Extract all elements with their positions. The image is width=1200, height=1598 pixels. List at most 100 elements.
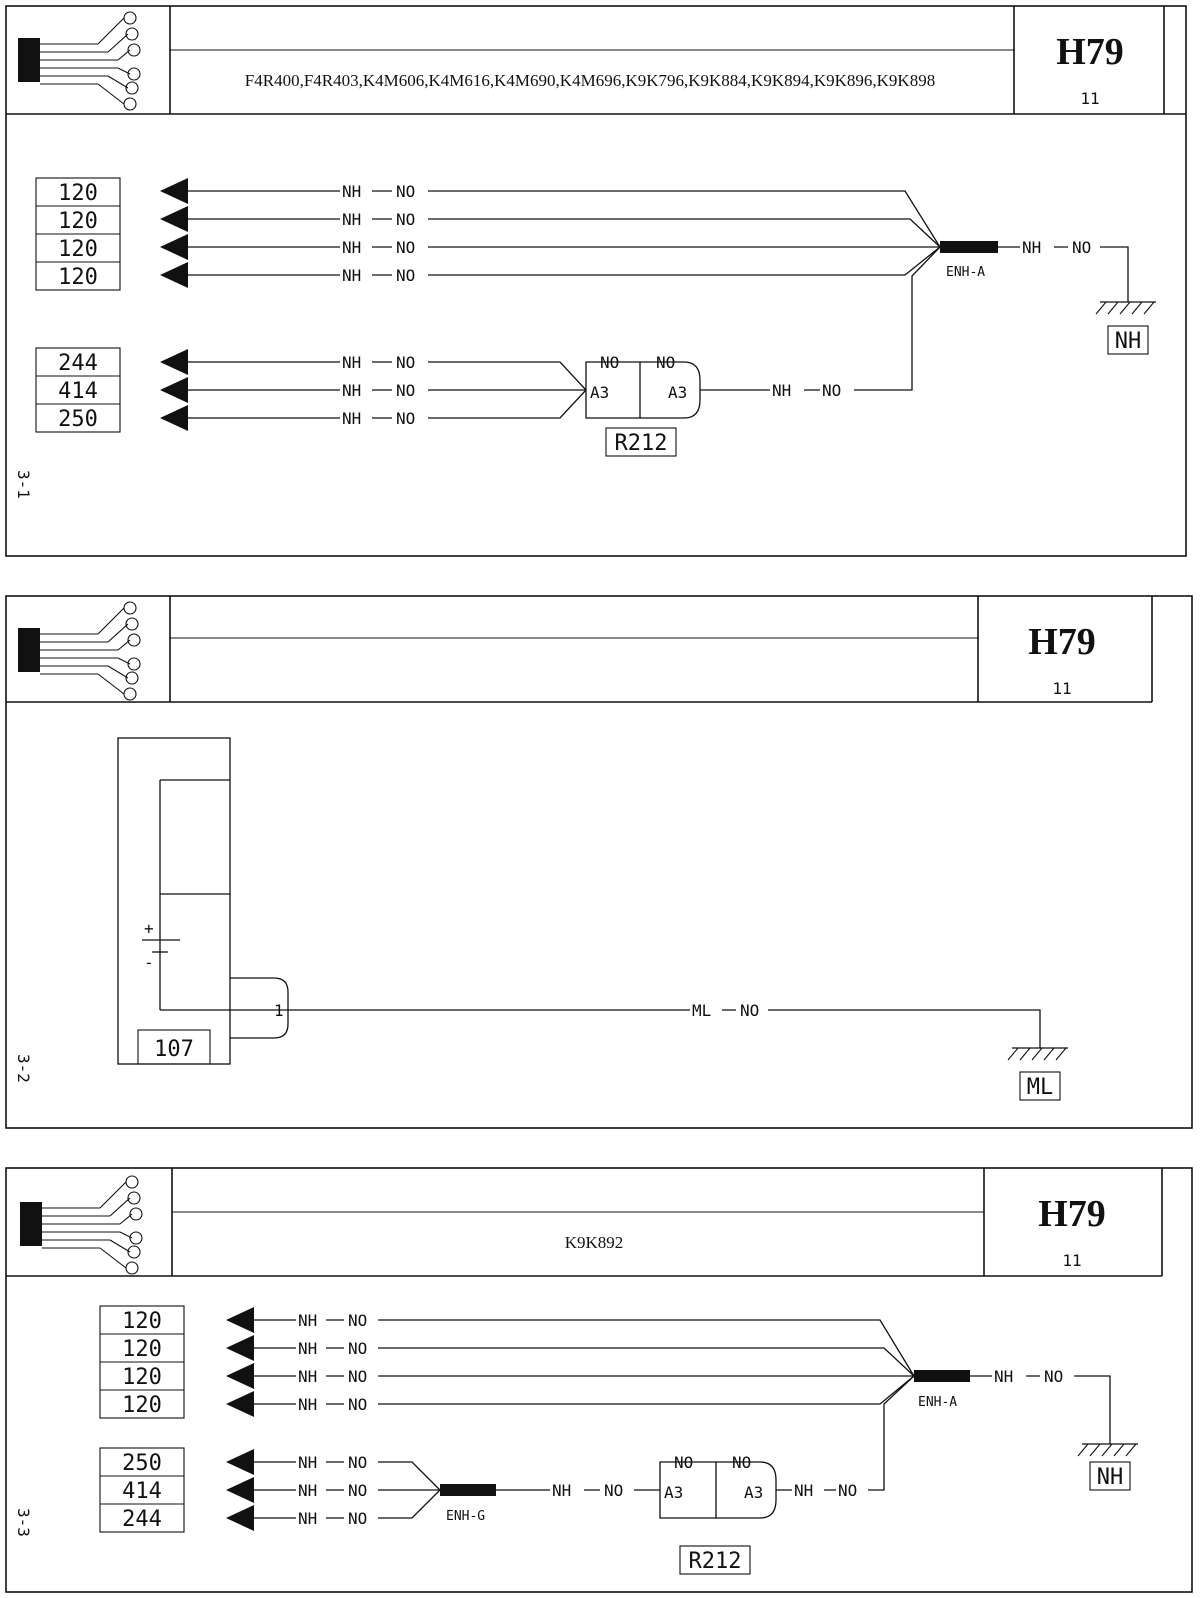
wire-color-label: NH [342, 210, 361, 229]
sheet-frame [5, 595, 1193, 1129]
splice-icon [940, 241, 998, 253]
connector-logo-icon [18, 11, 141, 111]
sheet-3-3: K9K892 H79 11 120 120 120 120 NH NO NH [5, 1167, 1193, 1593]
splice-label: ENH-A [918, 1395, 957, 1410]
wire-color-label: NH [342, 381, 361, 400]
models-list: F4R400,F4R403,K4M606,K4M616,K4M690,K4M69… [245, 71, 935, 90]
terminal-arrow-icon [226, 1307, 254, 1417]
wire-color-label: NO [1072, 238, 1091, 257]
wire-color-label: NO [396, 266, 415, 285]
wire-color-label: NH [772, 381, 791, 400]
code-label: 250 [58, 407, 98, 432]
wire-color-label: NO [348, 1509, 367, 1528]
wire-bundle [254, 1461, 441, 1519]
code-label: 120 [122, 1393, 162, 1418]
wire-bundle [188, 190, 941, 276]
wire-color-label: NO [348, 1453, 367, 1472]
code-label: 120 [58, 237, 98, 262]
pin-label: A3 [590, 383, 609, 402]
code-label: 120 [122, 1365, 162, 1390]
sheet-frame [5, 5, 1187, 557]
code-label: 120 [122, 1337, 162, 1362]
ground-label: NH [1097, 1465, 1124, 1490]
wire-color-label: NO [396, 238, 415, 257]
wire-color-label: NO [604, 1481, 623, 1500]
wire-color-label: NH [552, 1481, 571, 1500]
wire-color-label: NO [396, 409, 415, 428]
code-box-group-2: 244 414 250 [35, 347, 121, 433]
ground-label: NH [1115, 329, 1142, 354]
wire-color-label: NH [1022, 238, 1041, 257]
wire-color-label: NO [396, 182, 415, 201]
models-list: K9K892 [565, 1233, 624, 1252]
wire-color-label: NO [732, 1453, 751, 1472]
page-code: H79 [1028, 621, 1096, 663]
wire-color-label: NH [342, 182, 361, 201]
connector-logo-icon [18, 601, 141, 701]
code-box-group-1: 120 120 120 120 [99, 1305, 185, 1419]
code-label: 414 [58, 379, 98, 404]
page-number: 11 [1080, 89, 1099, 108]
wire-color-label: NO [838, 1481, 857, 1500]
wire-color-label: NO [396, 353, 415, 372]
wire-color-label: NH [342, 266, 361, 285]
ground-icon [1077, 1443, 1138, 1457]
page-number: 11 [1062, 1251, 1081, 1270]
wire-color-label: NH [342, 238, 361, 257]
wire-color-label: NO [348, 1311, 367, 1330]
code-label: 120 [58, 209, 98, 234]
page-code: H79 [1056, 31, 1124, 73]
section-label: 3-1 [14, 470, 33, 499]
code-box-group-1: 120 120 120 120 [35, 177, 121, 291]
pin-label: A3 [744, 1483, 763, 1502]
page-code: H79 [1038, 1193, 1106, 1235]
wire-bundle [254, 1319, 915, 1405]
sheet-3-2: H79 11 + - 1 107 ML NO ML 3-2 [5, 595, 1193, 1129]
wire-color-label: NO [656, 353, 675, 372]
connector-r212: NO NO A3 A3 R212 [659, 1453, 777, 1575]
pin-label: A3 [668, 383, 687, 402]
page-number: 11 [1052, 679, 1071, 698]
splice-label: ENH-G [446, 1509, 485, 1524]
connector-label: R212 [689, 1549, 742, 1574]
plus-sign: + [144, 919, 154, 938]
section-label: 3-3 [14, 1508, 33, 1537]
wire-color-label: NH [298, 1311, 317, 1330]
code-box-group-2: 250 414 244 [99, 1447, 185, 1533]
connector-label: R212 [615, 431, 668, 456]
code-label: 244 [58, 351, 98, 376]
wire-color-label: NO [396, 210, 415, 229]
wire-color-label: NH [298, 1481, 317, 1500]
component-code: 107 [154, 1037, 194, 1062]
splice-icon [914, 1370, 970, 1382]
terminal-arrow-icon [226, 1449, 254, 1531]
wire-color-label: NO [822, 381, 841, 400]
wire-color-label: NH [298, 1509, 317, 1528]
connector-r212: NO NO A3 A3 R212 [585, 353, 701, 457]
wire-color-label: NO [348, 1367, 367, 1386]
sheet-frame [5, 1167, 1193, 1593]
battery-component-107: + - 1 107 [117, 737, 289, 1065]
wire-color-label: NO [348, 1395, 367, 1414]
wire-color-label: ML [692, 1001, 711, 1020]
splice-icon [440, 1484, 496, 1496]
ground-label: ML [1027, 1075, 1054, 1100]
wire-color-label: NH [298, 1395, 317, 1414]
wire-color-label: NH [298, 1367, 317, 1386]
wire-color-label: NO [740, 1001, 759, 1020]
wire-color-label: NO [600, 353, 619, 372]
code-label: 120 [58, 265, 98, 290]
terminal-arrow-icon [160, 349, 188, 431]
code-label: 250 [122, 1451, 162, 1476]
wire-color-label: NO [348, 1481, 367, 1500]
wire-color-label: NH [342, 409, 361, 428]
wire-color-label: NO [674, 1453, 693, 1472]
code-label: 120 [122, 1309, 162, 1334]
section-label: 3-2 [14, 1054, 33, 1083]
connector-logo-icon [20, 1175, 143, 1275]
wire-bundle [188, 361, 587, 419]
code-label: 120 [58, 181, 98, 206]
wire-color-label: NO [396, 381, 415, 400]
terminal-arrow-icon [160, 178, 188, 288]
